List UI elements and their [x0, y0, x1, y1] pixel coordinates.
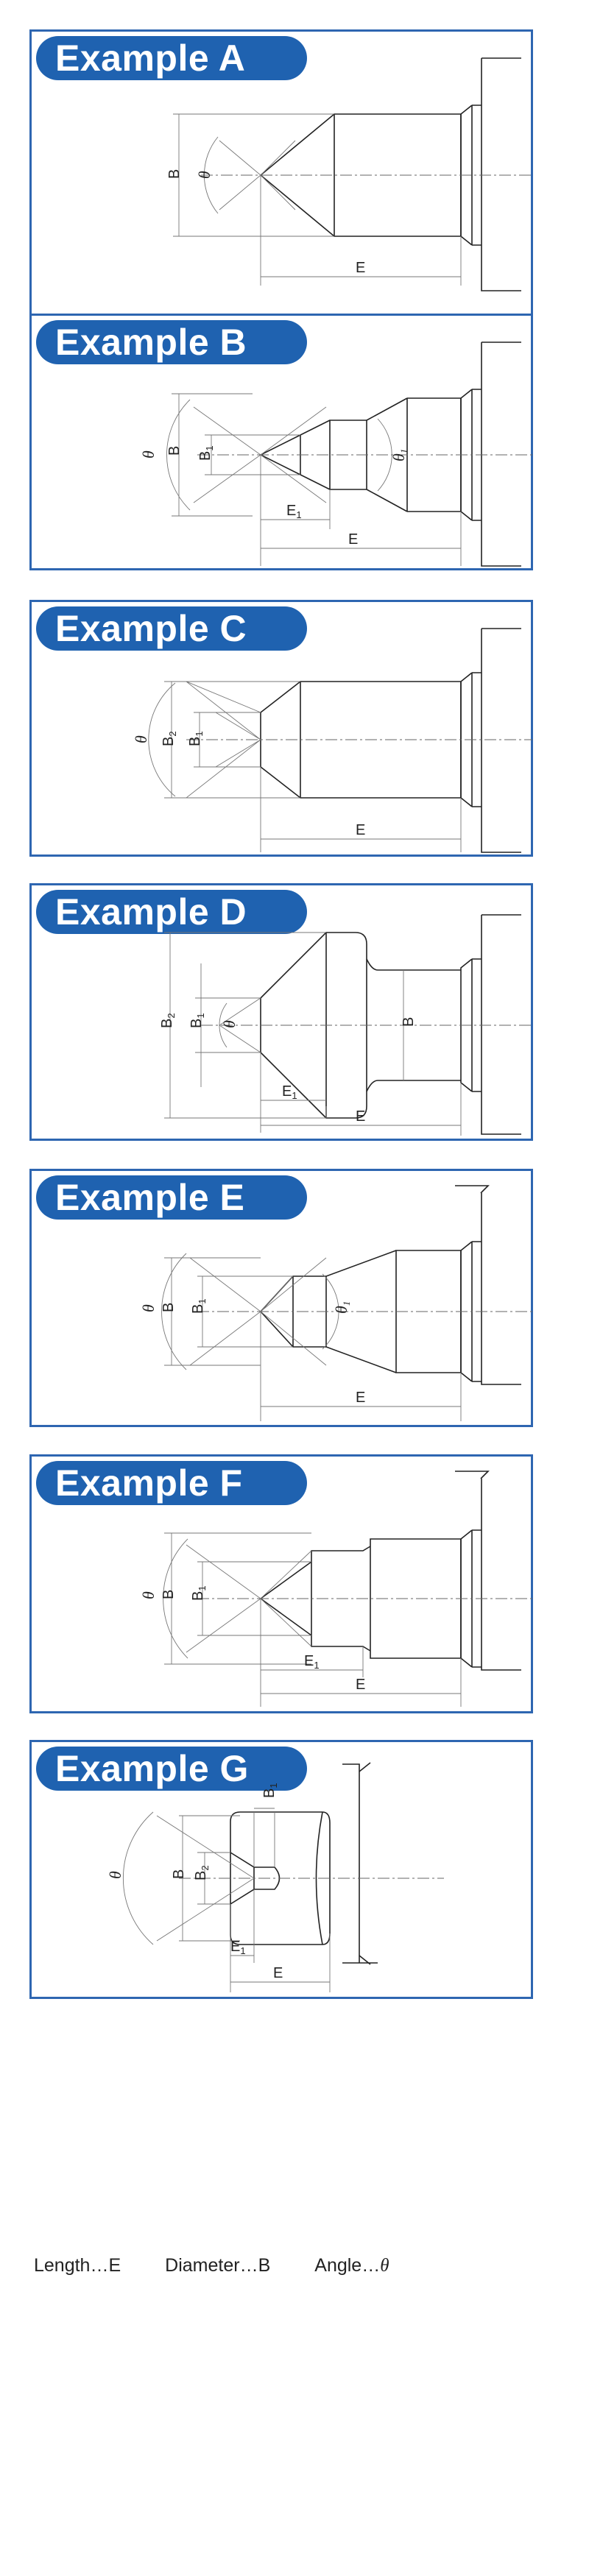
label-b1: B1: [261, 1783, 279, 1798]
label-e: E: [356, 260, 365, 276]
shank: [407, 397, 462, 512]
arc-theta1: [377, 418, 392, 492]
arc-theta: [161, 1253, 187, 1370]
label-theta: θ: [139, 450, 158, 459]
label-b1: B1: [197, 445, 215, 461]
flange: [460, 914, 521, 1135]
label-e: E: [356, 1677, 365, 1693]
label-e1: E1: [230, 1939, 246, 1956]
label-b1: B1: [187, 731, 205, 746]
example-c-title: Example C: [36, 606, 307, 651]
example-a-panel: Example A B θ E: [29, 29, 533, 318]
flange: [455, 1185, 521, 1385]
flange: [460, 57, 521, 291]
arc-theta: [219, 1002, 228, 1048]
example-c-diagram: θ B2 B1 E: [132, 628, 532, 853]
example-f-diagram: θ B B1 E1 E: [139, 1471, 532, 1707]
legend-diameter: Diameter…B: [165, 2255, 271, 2276]
flange: [455, 1471, 521, 1671]
arc-theta: [204, 136, 219, 214]
example-a-diagram: B θ E: [166, 57, 532, 291]
arc-theta: [148, 682, 176, 797]
label-theta: θ: [106, 1871, 124, 1879]
example-e-panel: Example E θ B B1 θ1 E: [29, 1169, 533, 1427]
example-d-title: Example D: [36, 890, 307, 934]
label-b: B: [166, 169, 183, 179]
arc-theta: [123, 1811, 154, 1945]
label-theta1: θ1: [332, 1301, 352, 1314]
label-e: E: [273, 1965, 283, 1981]
label-e1: E1: [304, 1653, 320, 1671]
cross-lines: [186, 681, 261, 799]
arc-theta1: [322, 1273, 339, 1350]
flange: [460, 342, 521, 567]
arc-theta: [163, 1538, 188, 1659]
label-b: B: [401, 1017, 417, 1027]
label-b1: B1: [188, 1013, 206, 1028]
legend: Length…E Diameter…B Angle…θ: [34, 2255, 389, 2276]
example-b-panel: Example B θ B B1 θ1 E1 E: [29, 314, 533, 570]
flange: [460, 628, 521, 853]
label-b: B: [166, 446, 183, 456]
angle-lines: [156, 1815, 255, 1942]
label-b2: B2: [161, 731, 178, 746]
label-theta: θ: [139, 1304, 158, 1312]
example-g-panel: Example G θ B B2 B1 E1 E: [29, 1740, 533, 1999]
label-b1: B1: [190, 1298, 208, 1314]
label-b2: B2: [193, 1865, 211, 1880]
flange: [342, 1762, 378, 1965]
example-f-title: Example F: [36, 1461, 307, 1505]
label-theta: θ: [195, 171, 214, 179]
label-theta: θ: [220, 1020, 239, 1028]
example-e-diagram: θ B B1 θ1 E: [139, 1185, 532, 1421]
label-e: E: [356, 1108, 365, 1125]
example-a-title: Example A: [36, 36, 307, 80]
label-e1: E1: [286, 503, 302, 520]
example-f-panel: Example F θ B B1 E1 E: [29, 1454, 533, 1713]
label-e: E: [356, 1390, 365, 1406]
label-e: E: [348, 531, 358, 548]
example-b-diagram: θ B B1 θ1 E1 E: [139, 342, 532, 567]
label-b2: B2: [159, 1013, 177, 1028]
example-d-diagram: B2 B1 θ B E1 E: [159, 914, 532, 1136]
cone-tip: [260, 113, 335, 237]
label-b: B: [161, 1303, 177, 1312]
pilot-cone: [260, 434, 301, 475]
legend-length: Length…E: [34, 2255, 121, 2276]
neck: [366, 958, 461, 1092]
arc-theta: [166, 399, 191, 511]
label-b: B: [171, 1869, 187, 1879]
example-g-title: Example G: [36, 1747, 307, 1791]
example-g-diagram: θ B B2 B1 E1 E: [106, 1762, 444, 1992]
cone-tip: [260, 1561, 312, 1636]
label-e1: E1: [282, 1083, 297, 1101]
label-theta: θ: [132, 735, 150, 743]
example-e-title: Example E: [36, 1175, 307, 1220]
legend-angle: Angle…θ: [314, 2255, 389, 2276]
label-b1: B1: [190, 1585, 208, 1601]
body-groove: [315, 1811, 323, 1945]
example-c-panel: Example C θ B2 B1 E: [29, 600, 533, 857]
label-b: B: [161, 1590, 177, 1599]
example-b-title: Example B: [36, 320, 307, 364]
example-d-panel: Example D B2 B1 θ B E1 E: [29, 883, 533, 1141]
label-theta1: θ1: [389, 449, 409, 461]
label-theta: θ: [139, 1591, 158, 1599]
label-e: E: [356, 822, 365, 838]
